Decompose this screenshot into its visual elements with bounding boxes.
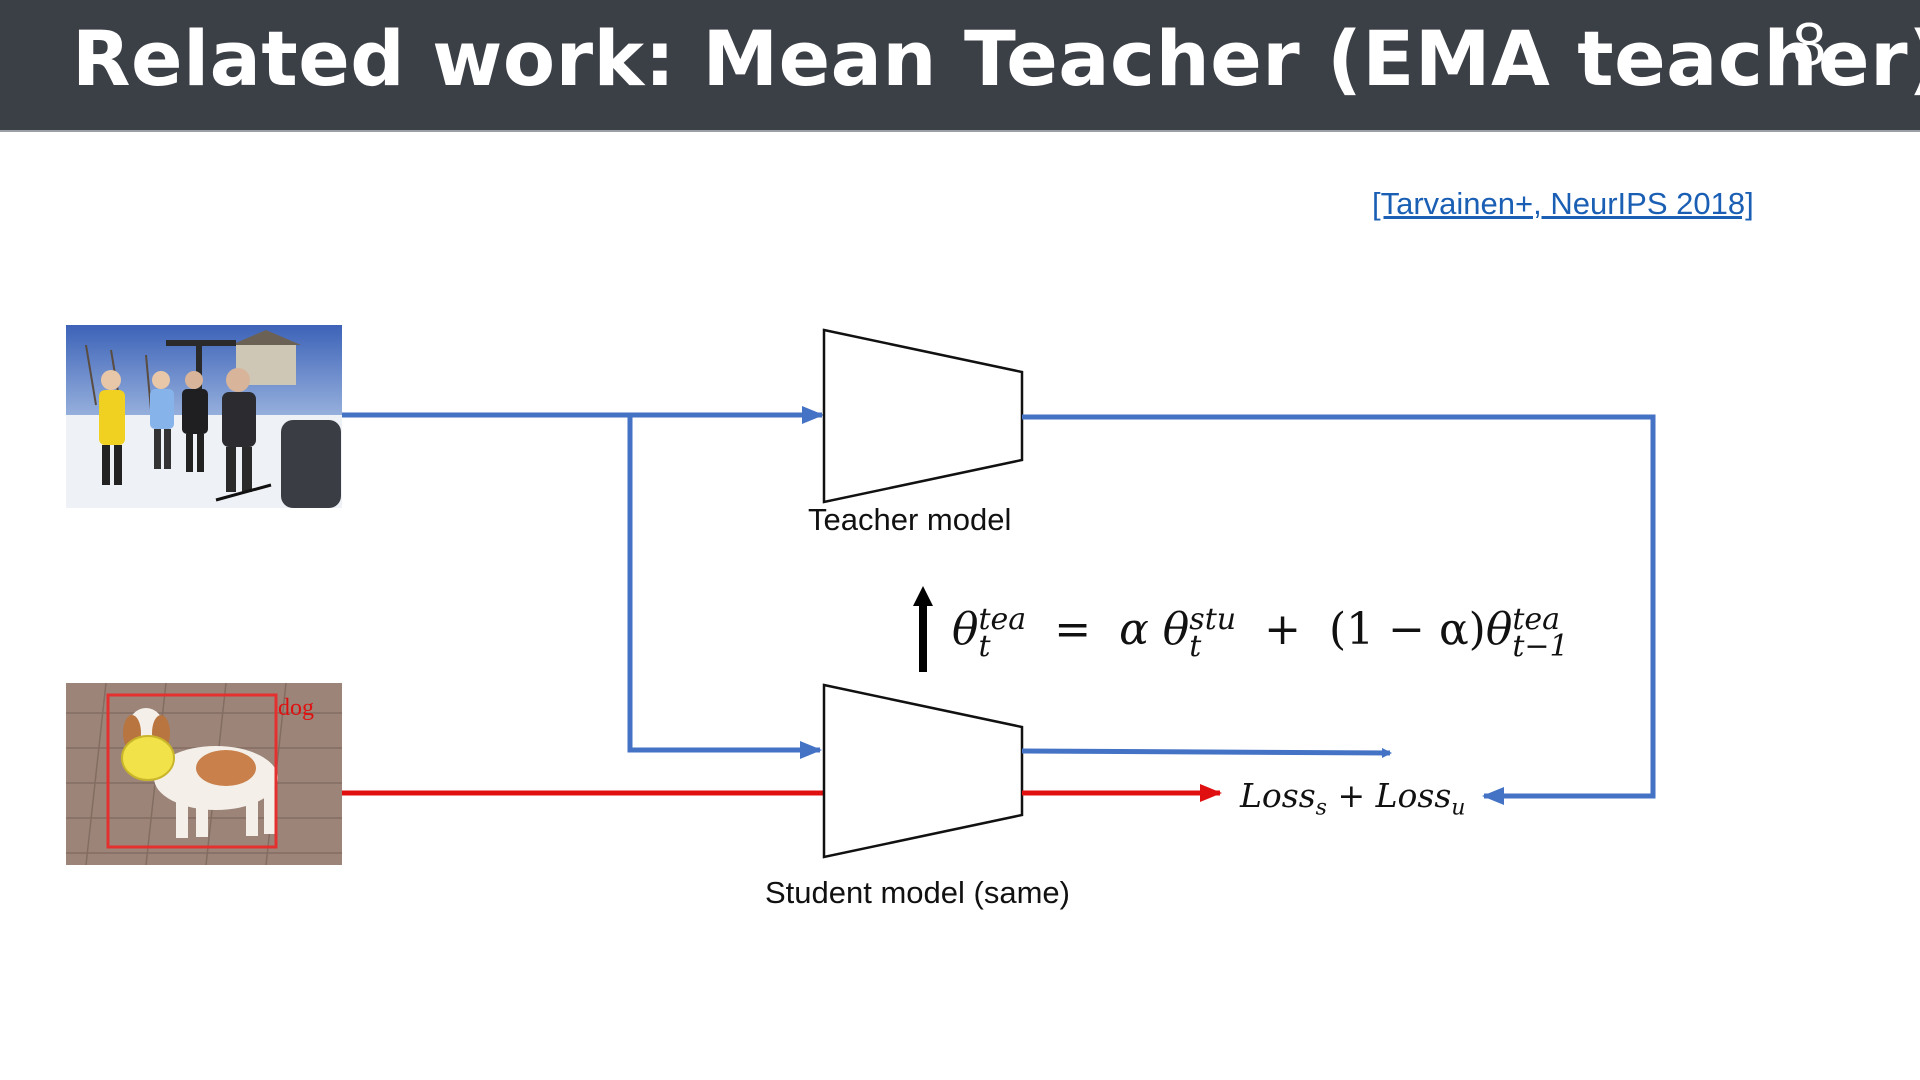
student-model-label: Student model (same): [765, 875, 1070, 910]
title-bar: Related work: Mean Teacher (EMA teacher)…: [0, 0, 1920, 132]
alpha-symbol: α: [1119, 604, 1149, 655]
page-number: 8: [1792, 11, 1826, 78]
loss-sub-u: u: [1451, 795, 1466, 821]
citation-link[interactable]: [Tarvainen+, NeurIPS 2018]: [1372, 186, 1754, 221]
loss-expression: Losss + Lossu: [1240, 776, 1465, 821]
unlabeled-to-student-arrow: [627, 415, 822, 759]
teacher-model-shape: [822, 328, 1024, 504]
student-model-shape: [822, 683, 1024, 859]
subscript-t: t: [978, 628, 991, 664]
theta-symbol-2: θ: [1162, 604, 1190, 655]
teacher-output-arrow: [1022, 414, 1656, 805]
dog-photo: dog: [66, 683, 342, 865]
theta-symbol: θ: [952, 604, 979, 655]
one-minus-alpha: (1 − α): [1328, 604, 1486, 655]
superscript-tea: tea: [978, 601, 1027, 637]
theta-symbol-3: θ: [1485, 604, 1513, 655]
unlabeled-image: [66, 325, 342, 508]
labeled-image: dog: [66, 683, 342, 865]
dog-box-label: dog: [278, 695, 314, 721]
loss-word: Loss: [1240, 776, 1316, 815]
superscript-stu: stu: [1189, 601, 1237, 637]
superscript-tea-2: tea: [1512, 601, 1561, 637]
teacher-model-label: Teacher model: [808, 502, 1012, 537]
subscript-t-2: t: [1189, 628, 1202, 664]
student-unsup-output-arrow: [1021, 747, 1392, 758]
slide-title: Related work: Mean Teacher (EMA teacher): [72, 14, 1920, 103]
equals-sign: =: [1054, 604, 1092, 655]
ema-update-arrowhead: [913, 586, 933, 606]
subscript-t-minus-1: t−1: [1512, 628, 1569, 664]
loss-word-2: Loss: [1375, 776, 1452, 815]
plus-sign: +: [1264, 604, 1301, 655]
loss-sub-s: s: [1315, 795, 1327, 821]
loss-plus: +: [1337, 776, 1366, 815]
ski-slope-photo: [66, 325, 342, 508]
